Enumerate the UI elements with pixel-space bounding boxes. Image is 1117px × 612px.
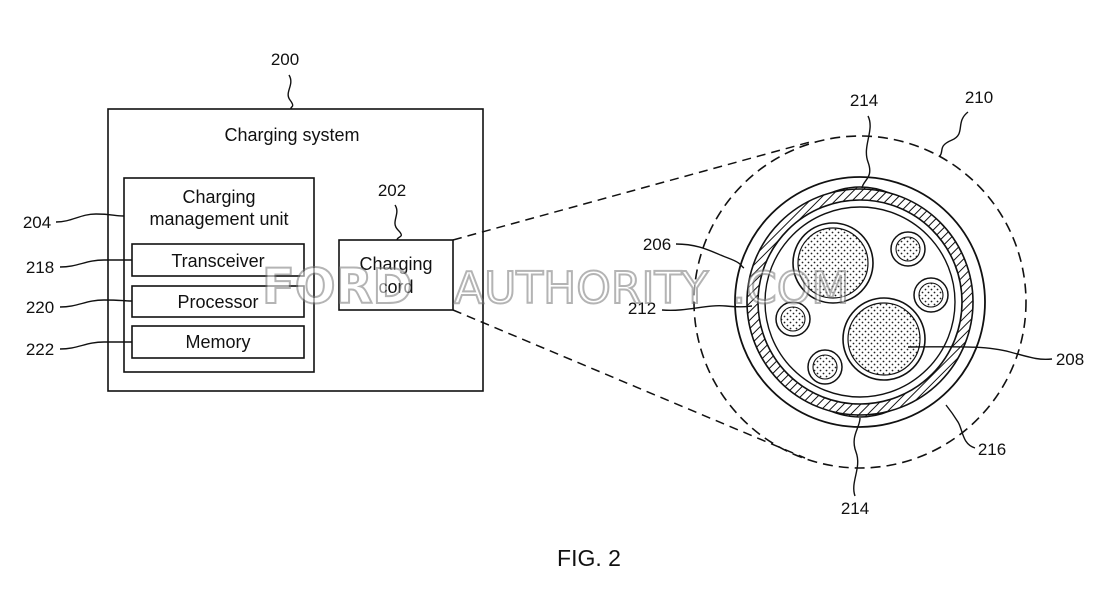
leader-222 <box>60 342 132 349</box>
figure-caption: FIG. 2 <box>557 545 621 571</box>
leader-210 <box>940 112 968 156</box>
leader-220 <box>60 300 132 307</box>
ref-206: 206 <box>643 235 671 254</box>
charging-system-block: Charging system <box>108 109 483 391</box>
management-unit-title-line2: management unit <box>149 209 288 229</box>
leader-218 <box>60 260 132 267</box>
leader-214-bottom <box>854 418 860 496</box>
watermark-ford: FORD <box>262 259 412 315</box>
charging-system-title: Charging system <box>224 125 359 145</box>
management-unit-title-line1: Charging <box>182 187 255 207</box>
ref-214-bottom: 214 <box>841 499 869 518</box>
ref-210: 210 <box>965 88 993 107</box>
memory-label: Memory <box>185 332 250 352</box>
ref-208: 208 <box>1056 350 1084 369</box>
ref-204: 204 <box>23 213 51 232</box>
ref-220: 220 <box>26 298 54 317</box>
leader-200 <box>288 75 293 109</box>
leader-202 <box>395 205 401 240</box>
watermark-authority: AUTHORITY <box>454 263 708 314</box>
projection-line-top <box>453 142 810 240</box>
ref-222: 222 <box>26 340 54 359</box>
processor-label: Processor <box>177 292 258 312</box>
ref-200: 200 <box>271 50 299 69</box>
ref-202: 202 <box>378 181 406 200</box>
transceiver-label: Transceiver <box>171 251 264 271</box>
watermark-dotcom: .COM <box>732 263 849 314</box>
ref-216: 216 <box>978 440 1006 459</box>
ref-218: 218 <box>26 258 54 277</box>
watermark-logo: FORD AUTHORITY .COM <box>262 259 849 315</box>
ref-214-top: 214 <box>850 91 878 110</box>
leader-204 <box>56 214 124 222</box>
